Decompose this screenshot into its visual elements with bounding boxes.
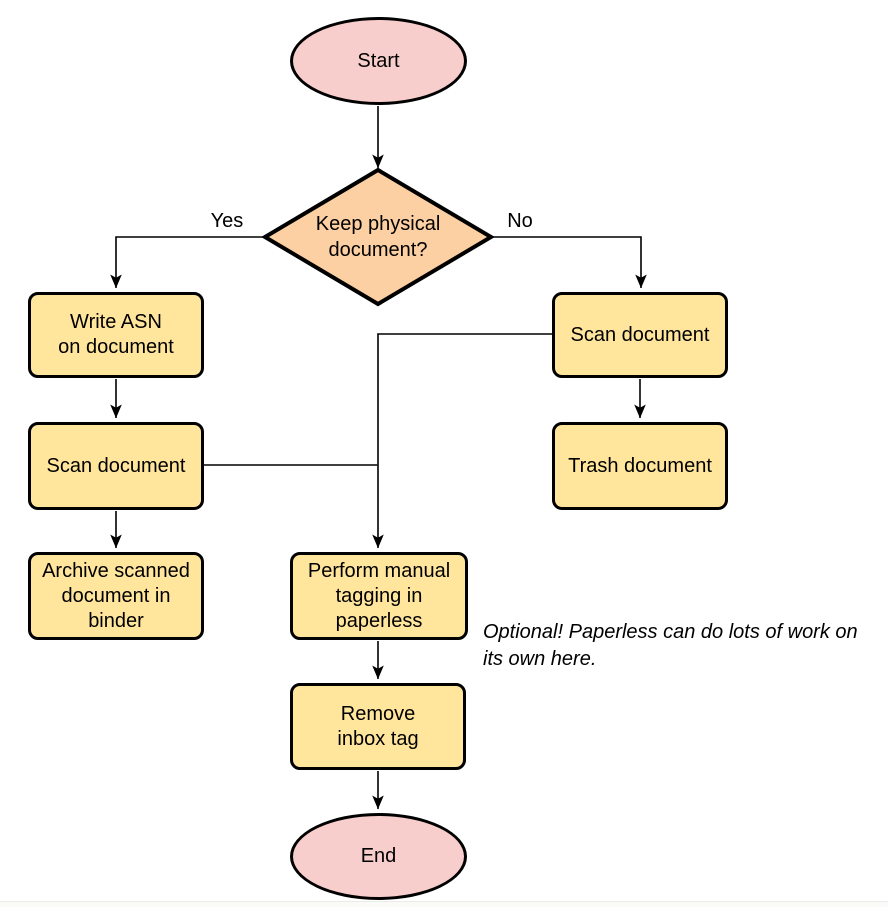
node-scan-right: Scan document [552, 292, 728, 378]
node-write-asn: Write ASN on document [28, 292, 204, 378]
node-archive: Archive scanned document in binder [28, 552, 204, 640]
node-remove-inbox: Remove inbox tag [290, 683, 466, 770]
node-scan-right-label: Scan document [570, 323, 710, 346]
node-scan-left-label: Scan document [46, 454, 186, 477]
node-start-label: Start [357, 49, 400, 72]
node-tagging: Perform manual tagging in paperless [290, 552, 468, 640]
node-scan-left: Scan document [28, 422, 204, 510]
note-optional-text: Optional! Paperless can do lots of work … [483, 621, 858, 670]
edge-scan-right-to-tagging [372, 333, 552, 549]
node-start: Start [290, 17, 467, 105]
node-tagging-label: Perform manual tagging in paperless [307, 559, 451, 632]
edge-label-no: No [507, 210, 533, 232]
edge-decision-no-to-scan-right [491, 236, 647, 289]
page-bottom-divider [0, 901, 888, 907]
node-end: End [290, 813, 467, 900]
node-end-label: End [360, 845, 397, 867]
node-trash: Trash document [552, 422, 728, 510]
edge-label-yes: Yes [210, 210, 244, 232]
node-trash-label: Trash document [568, 454, 712, 477]
node-write-asn-label: Write ASN on document [58, 311, 174, 358]
node-archive-label: Archive scanned document in binder [42, 559, 190, 632]
node-decision-shape [261, 167, 495, 307]
node-decision-label: Keep physical document? [315, 213, 441, 261]
node-remove-inbox-label: Remove inbox tag [337, 702, 419, 750]
edge-decision-yes-to-write-asn [110, 236, 265, 289]
